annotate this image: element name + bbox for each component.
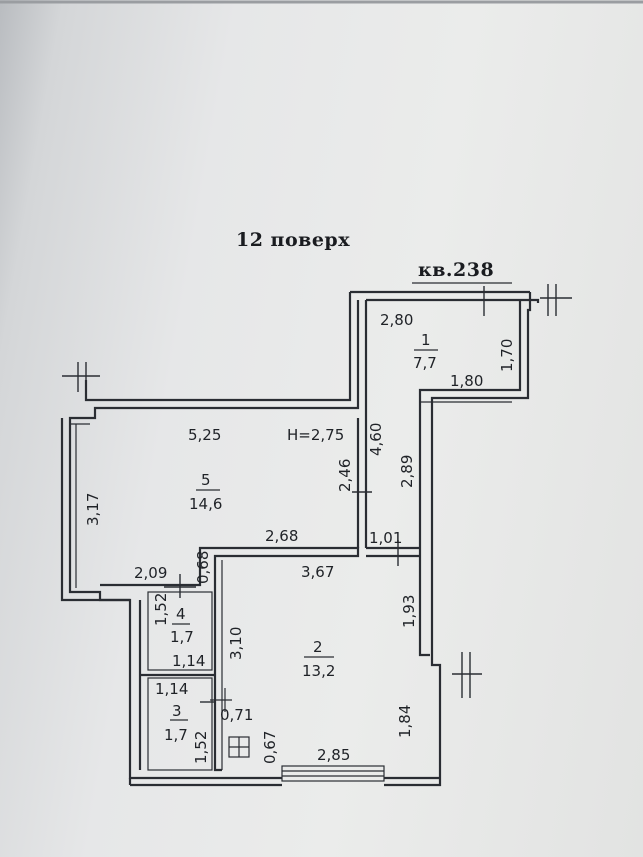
room-3-area: 1,7 xyxy=(164,726,188,744)
dim-r4-height: 1,52 xyxy=(152,593,170,626)
apartment-label: кв.238 xyxy=(418,259,494,281)
bottom-window xyxy=(281,765,385,782)
dim-r2-small-a: 0,71 xyxy=(220,706,253,724)
left-window xyxy=(69,423,90,588)
dim-r1-top: 2,80 xyxy=(380,311,413,329)
room-2-area: 13,2 xyxy=(302,662,335,680)
dim-r5-lower-left: 2,09 xyxy=(134,564,167,582)
dim-r3-width: 1,14 xyxy=(155,680,188,698)
room-2-number: 2 xyxy=(313,638,323,656)
room-5-area: 14,6 xyxy=(189,495,222,513)
dim-r5-left: 3,17 xyxy=(84,493,102,526)
dim-r1-side: 1,70 xyxy=(498,339,516,372)
inner-walls xyxy=(100,300,512,772)
dim-r4-width: 1,14 xyxy=(172,652,205,670)
room-1-area: 7,7 xyxy=(413,354,437,372)
room-1-number: 1 xyxy=(421,331,431,349)
outer-walls xyxy=(60,290,540,787)
dim-r2-right-upper: 1,93 xyxy=(400,595,418,628)
room-fraction-bars xyxy=(170,349,438,721)
ventilation-shaft-icon xyxy=(228,736,250,758)
room-4-number: 4 xyxy=(176,605,186,623)
dim-r5-top: 5,25 xyxy=(188,426,221,444)
axis-markers xyxy=(62,284,572,703)
floor-title: 12 поверх xyxy=(236,229,350,251)
dim-corridor-right: 2,89 xyxy=(398,455,416,488)
room-5-number: 5 xyxy=(201,471,211,489)
dim-corridor-left: 4,60 xyxy=(367,423,385,456)
room-4-area: 1,7 xyxy=(170,628,194,646)
dim-r2-small-b: 0,67 xyxy=(261,731,279,764)
dim-corridor-bottom: 1,01 xyxy=(369,529,402,547)
dim-r3-height: 1,52 xyxy=(192,731,210,764)
dim-r2-right-lower: 1,84 xyxy=(396,705,414,738)
dim-r5-inner: 2,46 xyxy=(336,459,354,492)
dim-r2-bottom: 2,85 xyxy=(317,746,350,764)
room-3-number: 3 xyxy=(172,702,182,720)
dim-r2-left: 3,10 xyxy=(227,627,245,660)
ceiling-height-label: H=2,75 xyxy=(287,426,344,444)
dim-r2-top: 3,67 xyxy=(301,563,334,581)
dim-r1-bottom: 1,80 xyxy=(450,372,483,390)
dim-r5-stub: 0,68 xyxy=(194,551,212,584)
dim-r5-bottom: 2,68 xyxy=(265,527,298,545)
